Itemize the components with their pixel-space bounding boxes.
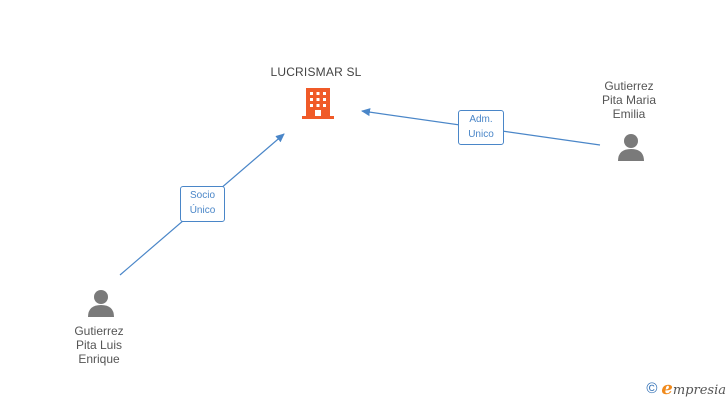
person-name-line: Pita Luis xyxy=(75,338,123,352)
person-name: Gutierrez Pita Luis Enrique xyxy=(48,324,150,366)
brand-name: mpresia xyxy=(672,382,726,398)
person-name-line: Gutierrez xyxy=(74,324,124,338)
person-name-line: Pita Maria xyxy=(601,93,657,107)
person-name-line: Emilia xyxy=(612,107,646,121)
copyright-icon: © xyxy=(646,379,658,397)
company-name: LUCRISMAR SL xyxy=(270,65,362,79)
relation-label-line: Socio xyxy=(189,190,215,201)
relation-badge-socio-unico[interactable]: Socio Único xyxy=(180,186,225,222)
relation-label-line: Adm. xyxy=(469,114,493,125)
person-name-line: Gutierrez xyxy=(604,79,654,93)
person-name-line: Enrique xyxy=(78,352,120,366)
relation-badge-adm-unico[interactable]: Adm. Unico xyxy=(458,110,504,145)
building-icon xyxy=(302,86,334,125)
relation-label-line: Único xyxy=(189,205,216,216)
person-icon xyxy=(616,132,646,167)
relation-label-line: Unico xyxy=(468,129,494,140)
brand-logo[interactable]: empresia xyxy=(661,378,726,399)
person-name: Gutierrez Pita Maria Emilia xyxy=(578,79,680,121)
brand-footer: © empresia xyxy=(646,378,726,399)
person-icon xyxy=(86,288,116,323)
brand-initial: e xyxy=(661,377,673,399)
